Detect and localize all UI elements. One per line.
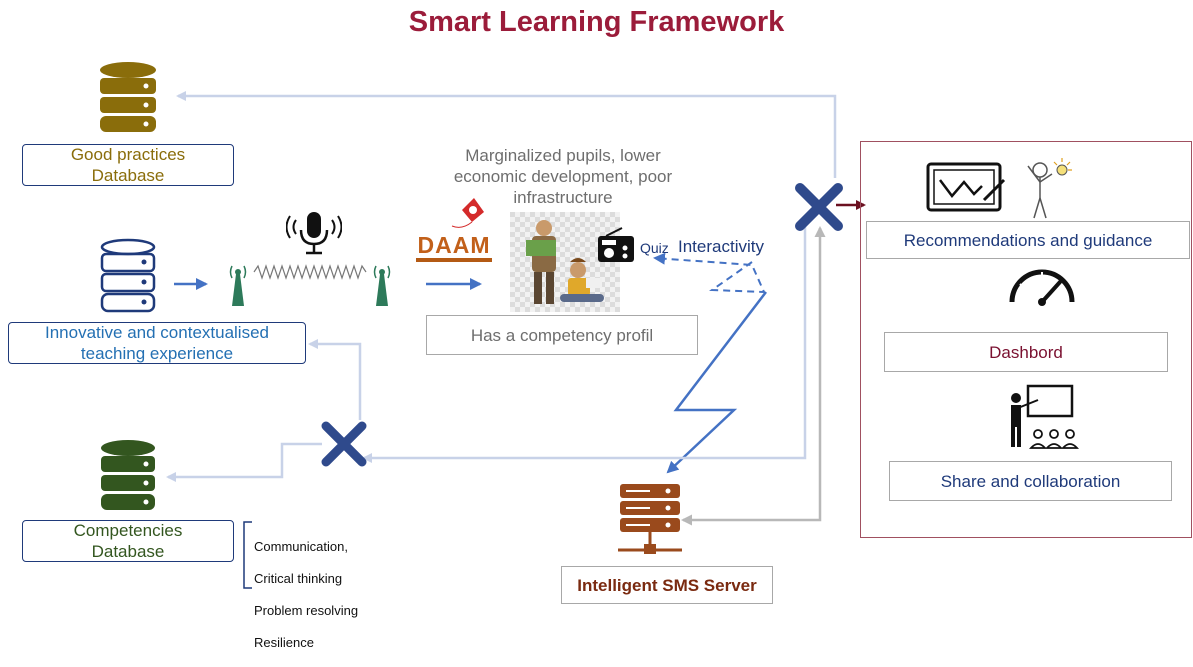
speedometer-icon <box>1009 269 1075 306</box>
competency-bracket <box>243 521 252 589</box>
radio-icon <box>598 227 634 262</box>
output-panel <box>860 141 1192 538</box>
competencies-database-label: Competencies Database <box>22 520 234 562</box>
arrow-server-path-to-left-x <box>362 222 807 463</box>
competency-list: Communication, Critical thinking Problem… <box>254 523 358 667</box>
page-title: Smart Learning Framework <box>408 6 785 38</box>
innovative-teaching-label: Innovative and contextualised teaching e… <box>8 322 306 364</box>
teacher-board-icon <box>1011 384 1079 449</box>
share-collaboration-text: Share and collaboration <box>940 471 1121 491</box>
interactivity-label: Interactivity <box>678 237 764 256</box>
zigzag-arrow-to-server <box>666 291 767 474</box>
competency-item: Communication, <box>254 539 348 554</box>
pupils-description: Marginalized pupils, lower economic deve… <box>453 146 673 207</box>
daam-logo: DAAM <box>412 196 496 274</box>
competency-profile-box: Has a competency profil <box>426 315 698 355</box>
arrow-server-feedback <box>681 420 822 526</box>
innovative-text: Innovative and contextualised teaching e… <box>45 323 269 363</box>
chart-monitor-icon <box>926 162 1006 212</box>
dashboard-text: Dashbord <box>989 342 1063 362</box>
competencies-text: Competencies Database <box>73 521 183 561</box>
competency-item: Critical thinking <box>254 571 343 586</box>
competencies-database-icon <box>101 440 155 510</box>
innovative-database-icon <box>100 238 156 313</box>
arrow-to-good-practices <box>176 91 837 178</box>
radio-transmission-icon <box>229 264 391 306</box>
x-mark-left <box>321 421 367 467</box>
arrow-to-competencies <box>166 442 322 482</box>
recommendations-box: Recommendations and guidance <box>866 221 1190 259</box>
dashed-arrow-to-radio <box>653 252 766 294</box>
x-mark-right <box>795 183 843 231</box>
good-practices-text: Good practices Database <box>70 145 186 185</box>
arrow-to-innovative <box>308 339 362 420</box>
competency-item: Problem resolving <box>254 603 359 618</box>
server-icon <box>618 484 682 554</box>
competency-item: Resilience <box>254 635 314 650</box>
daam-logo-text: DAAM <box>417 232 491 258</box>
competency-profile-text: Has a competency profil <box>470 325 654 345</box>
connector-layer <box>166 91 866 526</box>
dashboard-box: Dashbord <box>884 332 1168 372</box>
share-collaboration-box: Share and collaboration <box>889 461 1172 501</box>
microphone-icon <box>286 212 342 255</box>
server-label-box: Intelligent SMS Server <box>561 566 773 604</box>
server-label-text: Intelligent SMS Server <box>577 575 757 595</box>
good-practices-database-icon <box>100 62 156 132</box>
kite-icon <box>416 198 492 262</box>
good-practices-database-label: Good practices Database <box>22 144 234 186</box>
recommendations-text: Recommendations and guidance <box>903 230 1153 250</box>
idea-person-icon <box>1027 158 1072 219</box>
quiz-label: Quiz <box>640 240 669 256</box>
